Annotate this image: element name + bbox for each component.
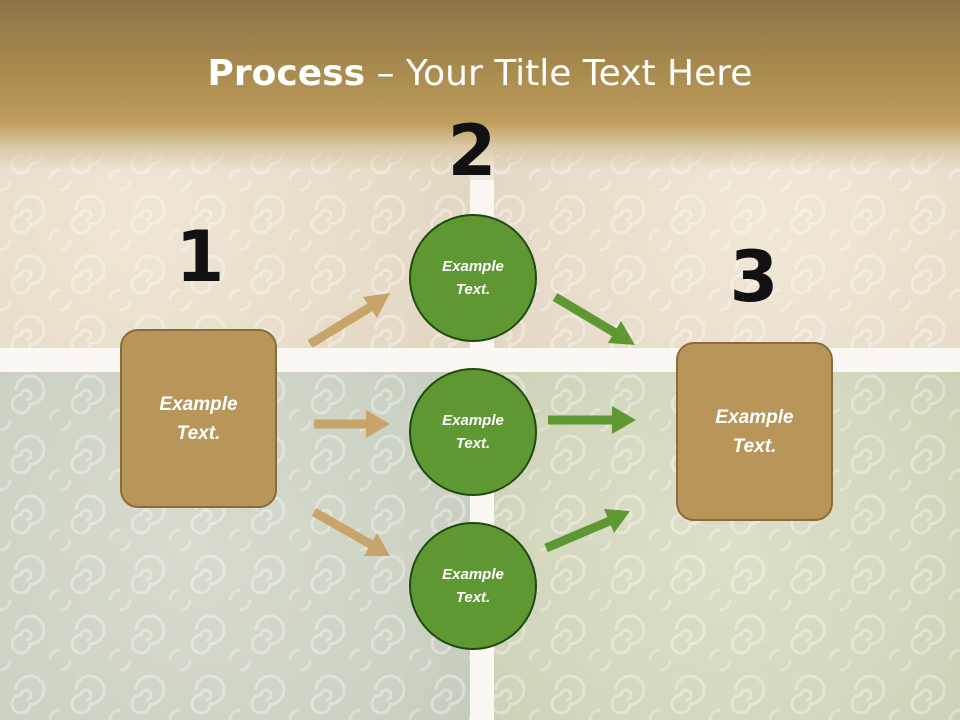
arrow-green-up xyxy=(544,509,630,553)
arrow-tan-down xyxy=(311,508,390,556)
process-circle-bottom: Example Text. xyxy=(409,522,537,650)
left-process-box: Example Text. xyxy=(120,329,277,508)
slide-title: Process – Your Title Text Here xyxy=(0,52,960,96)
process-circle-top: Example Text. xyxy=(409,214,537,342)
title-rest: – Your Title Text Here xyxy=(365,53,753,94)
right-process-box: Example Text. xyxy=(676,342,833,521)
arrow-tan-up xyxy=(307,293,390,348)
circle-label-middle: Example Text. xyxy=(442,412,504,452)
right-box-label: Example Text. xyxy=(715,406,794,457)
step-number-3: 3 xyxy=(729,236,779,318)
left-box-label: Example Text. xyxy=(159,393,238,444)
circle-label-bottom: Example Text. xyxy=(442,566,504,606)
arrow-green-middle xyxy=(548,406,636,434)
process-circle-middle: Example Text. xyxy=(409,368,537,496)
circle-label-top: Example Text. xyxy=(442,258,504,298)
title-bold: Process xyxy=(207,53,366,94)
arrow-green-down xyxy=(552,293,635,345)
step-number-1: 1 xyxy=(175,216,225,298)
title-band xyxy=(0,0,960,170)
step-number-2: 2 xyxy=(447,110,497,192)
arrow-tan-middle xyxy=(314,410,390,438)
